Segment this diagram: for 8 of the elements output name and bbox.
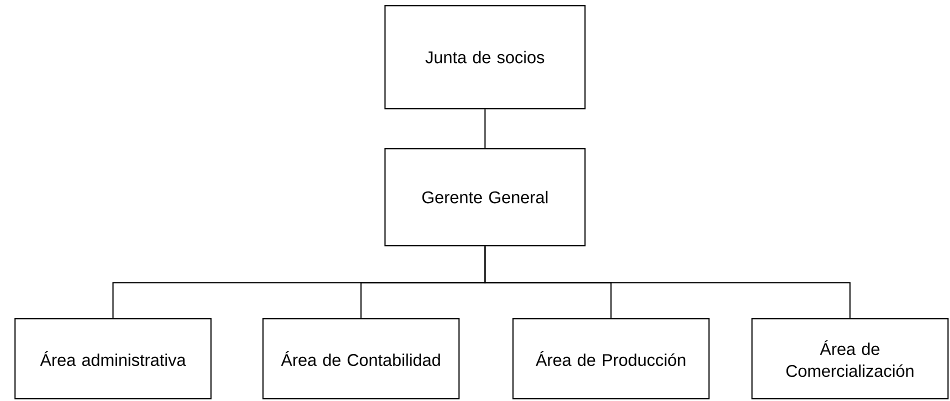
org-box: Junta de socios bbox=[384, 5, 586, 110]
connector-line bbox=[484, 109, 486, 148]
org-box: Área de Producción bbox=[512, 318, 710, 400]
org-box: Área administrativa bbox=[14, 318, 212, 400]
org-box: Área de Contabilidad bbox=[262, 318, 460, 400]
org-box: Área de Comercialización bbox=[751, 318, 949, 400]
org-box: Gerente General bbox=[384, 148, 586, 246]
connector-line bbox=[484, 246, 851, 318]
